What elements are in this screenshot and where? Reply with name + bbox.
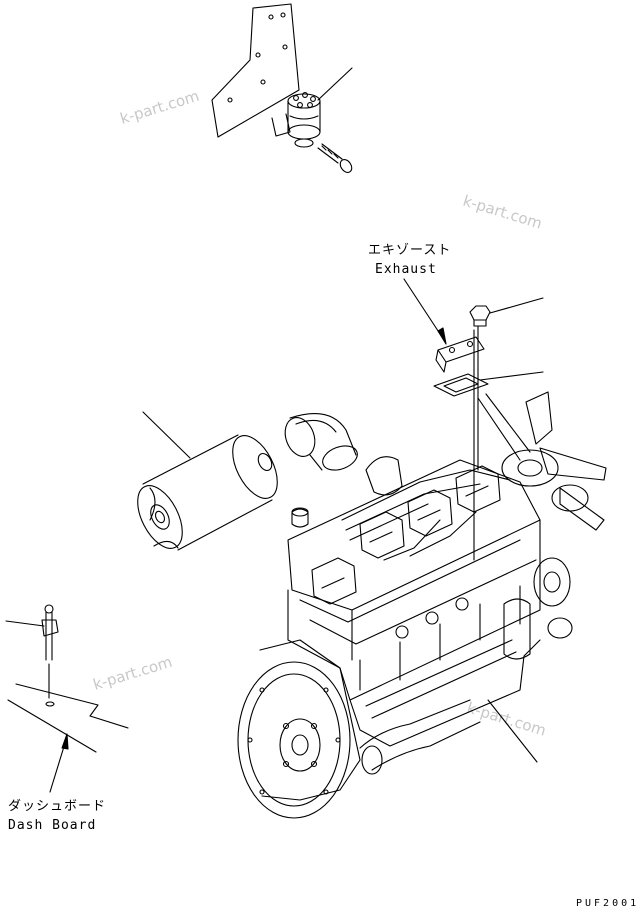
dash-label-jp: ダッシュボード [8, 799, 106, 814]
watermark-3: k-part.com [91, 653, 174, 694]
cooling-fan [477, 391, 607, 531]
intake-elbow [284, 413, 358, 471]
mounting-bolt [317, 143, 353, 173]
exhaust-parts: エキゾースト Exhaust [368, 243, 544, 561]
fuel-filter [287, 92, 321, 148]
injector-lines [341, 469, 511, 561]
dash-label-en: Dash Board [8, 818, 96, 833]
nut [469, 305, 491, 327]
watermarks: k-part.com k-part.com k-part.com k-part.… [91, 87, 548, 740]
flywheel [237, 661, 351, 819]
dash-board: ダッシュボード Dash Board [7, 683, 129, 833]
cylinder-head [287, 459, 541, 611]
air-cleaner [137, 411, 278, 551]
oil-filter [503, 598, 531, 660]
turbocharger [365, 456, 403, 496]
flywheel-housing [259, 639, 361, 801]
exhaust-arrow [403, 278, 445, 341]
filter-bracket-assembly [211, 3, 353, 173]
watermark-4: k-part.com [465, 699, 548, 740]
engine-block [287, 519, 541, 701]
leader-line-nut [489, 297, 544, 314]
watermark-1: k-part.com [118, 87, 201, 128]
engine [237, 391, 607, 819]
exhaust-label-en: Exhaust [375, 262, 437, 277]
leader-line-air-cleaner [142, 411, 191, 459]
leader-line-filter [317, 67, 353, 101]
bracket-plate [211, 3, 300, 138]
drawing-code: PUF2001 [576, 898, 639, 909]
exhaust-elbow-bracket [435, 336, 485, 373]
stud-line [473, 325, 479, 561]
exhaust-pipe [359, 699, 481, 771]
oil-pan [349, 639, 541, 747]
leader-line-gauge [5, 620, 45, 627]
leader-line-engine [487, 699, 538, 763]
exhaust-label-jp: エキゾースト [368, 243, 451, 258]
dipstick-gauge [5, 604, 59, 699]
gasket [433, 373, 489, 397]
watermark-2: k-part.com [461, 192, 544, 233]
valve-covers [311, 465, 501, 605]
leader-line-gasket [479, 371, 544, 381]
